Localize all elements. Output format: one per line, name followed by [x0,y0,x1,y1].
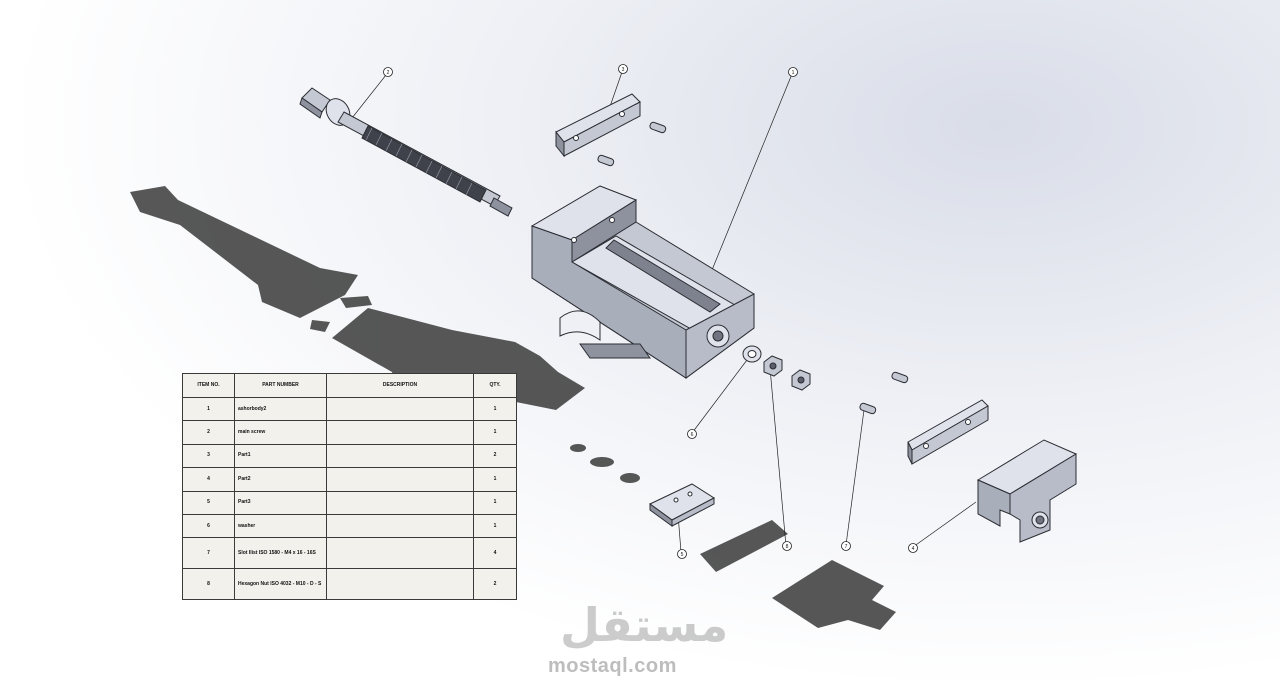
bom-item-no: 8 [182,568,235,600]
bom-qty: 1 [473,513,517,539]
table-row: 1 ashorbody2 1 [182,396,517,422]
balloon-body: 1 [788,67,798,77]
jaw-plate-top [555,93,641,158]
bom-part-number: Part3 [234,490,327,515]
svg-text:6: 6 [691,432,694,438]
slotted-screws [597,121,909,415]
balloon-jaw-plate-top: 3 [618,64,628,74]
table-row: 3 Part1 2 [182,443,517,469]
svg-text:4: 4 [912,546,915,552]
table-row: 6 washer 1 [182,513,517,539]
bom-description [326,537,474,570]
table-row: 2 main screw 1 [182,420,517,445]
table-row: 5 Part3 1 [182,490,517,515]
bom-part-number: Part1 [234,443,327,469]
hex-nuts [763,355,811,391]
bom-qty: 1 [473,396,517,422]
bom-qty: 1 [473,490,517,515]
svg-text:2: 2 [387,70,390,76]
bom-qty: 2 [473,568,517,600]
bom-description [326,568,474,600]
bom-description [326,467,474,492]
bom-qty: 1 [473,467,517,492]
balloon-slide-plate: 5 [677,549,687,559]
bom-description [326,420,474,445]
bom-header-row: ITEM NO. PART NUMBER DESCRIPTION QTY. [182,373,517,398]
washer [742,345,762,363]
bom-description [326,490,474,515]
balloon-hex-nut: 8 [782,541,792,551]
bom-item-no: 7 [182,537,235,570]
bill-of-materials-table: ITEM NO. PART NUMBER DESCRIPTION QTY. 1 … [182,373,517,600]
main-screw [299,87,513,217]
balloon-callouts: 2 3 1 6 5 8 7 4 [383,64,918,559]
bom-qty: 4 [473,537,517,570]
table-row: 7 Slot Ilist ISO 1580 - M4 x 16 - 16S 4 [182,537,517,570]
bom-description [326,396,474,422]
bom-header-qty: QTY. [473,373,517,398]
bom-qty: 1 [473,420,517,445]
bom-item-no: 3 [182,443,235,469]
bom-header-part-number: PART NUMBER [234,373,327,398]
bom-item-no: 4 [182,467,235,492]
balloon-movable-jaw: 4 [908,543,918,553]
svg-text:5: 5 [681,552,684,558]
watermark-url: mostaql.com [548,655,677,677]
bom-header-description: DESCRIPTION [326,373,474,398]
watermark-logo-arabic: مستقل [560,598,729,652]
bom-part-number: Slot Ilist ISO 1580 - M4 x 16 - 16S [234,537,327,570]
svg-text:7: 7 [845,544,848,550]
balloon-washer: 6 [687,429,697,439]
bom-item-no: 2 [182,420,235,445]
table-row: 8 Hexagon Nut ISO 4032 - M10 - D - S 2 [182,568,517,600]
svg-text:3: 3 [622,67,625,73]
movable-jaw [976,439,1078,543]
bom-description [326,443,474,469]
slide-plate [649,483,715,527]
leader-lines [351,71,977,553]
bom-item-no: 6 [182,513,235,539]
bom-description [326,513,474,539]
bom-qty: 2 [473,443,517,469]
svg-text:8: 8 [786,544,789,550]
balloon-main-screw: 2 [383,67,393,77]
bom-part-number: Hexagon Nut ISO 4032 - M10 - D - S [234,568,327,600]
balloon-screws: 7 [841,541,851,551]
bom-part-number: Part2 [234,467,327,492]
vise-body [530,185,755,379]
svg-text:1: 1 [792,70,795,76]
bom-part-number: washer [234,513,327,539]
bom-part-number: ashorbody2 [234,396,327,422]
bom-item-no: 5 [182,490,235,515]
jaw-plate-lower [907,399,989,465]
bom-part-number: main screw [234,420,327,445]
bom-item-no: 1 [182,396,235,422]
table-row: 4 Part2 1 [182,467,517,492]
bom-header-item-no: ITEM NO. [182,373,235,398]
